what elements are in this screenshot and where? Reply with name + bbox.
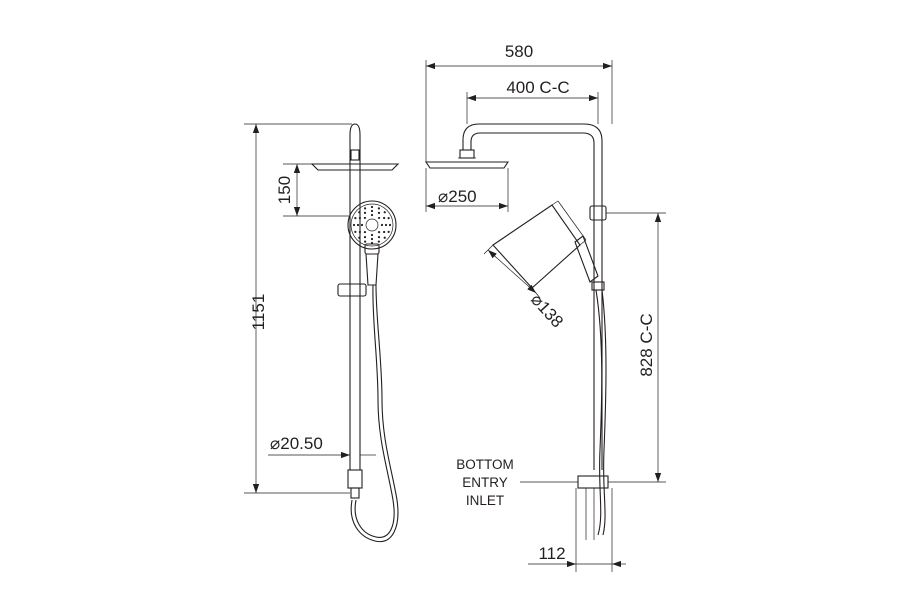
dim-total-height: 1151 [244, 123, 352, 494]
callout-line-1: BOTTOM [456, 457, 514, 472]
spray-nozzle-dot [377, 236, 381, 239]
label-width-overall: 580 [505, 42, 533, 61]
label-rail-centres: 828 C-C [637, 313, 656, 376]
callout-line-2: ENTRY [462, 475, 508, 490]
side-gooseneck-arm [462, 123, 603, 470]
spray-nozzle-dot [384, 223, 388, 227]
label-rail-diameter: ⌀20.50 [270, 434, 323, 453]
dim-rail-diameter: ⌀20.50 [268, 434, 376, 459]
dim-centre-spacing: 400 C-C [466, 78, 599, 124]
side-slide-bracket [591, 281, 605, 291]
dim-rail-centres: 828 C-C [606, 212, 666, 483]
label-hand-shower-diameter: ⌀138 [527, 290, 567, 331]
spray-nozzle-dot [364, 240, 367, 243]
side-hand-shower-head [492, 204, 581, 289]
spray-nozzle-dot [380, 223, 384, 227]
spray-nozzle-dot [388, 223, 392, 227]
front-view [310, 123, 400, 543]
front-hose [354, 284, 395, 538]
spray-nozzle-dot [377, 230, 381, 234]
spray-nozzle-dot [358, 236, 361, 239]
side-handle [574, 235, 599, 283]
side-hose [595, 289, 603, 536]
spray-nozzle-dot [358, 230, 361, 234]
spray-nozzle-dot [377, 216, 381, 220]
label-inlet-offset: 112 [538, 544, 565, 563]
spray-nozzle-dot [354, 217, 357, 220]
front-overhead-head [310, 163, 400, 171]
label-total-height: 1151 [249, 294, 268, 331]
front-riser-rail [349, 123, 361, 470]
spray-nozzle-dot [377, 240, 380, 243]
spray-nozzle-dot [370, 233, 374, 237]
spray-nozzle-dot [363, 211, 367, 214]
spray-nozzle-dot [360, 223, 364, 227]
spray-nozzle-dot [352, 223, 356, 227]
spray-nozzle-dot [364, 207, 367, 210]
dim-overhead-diameter: ⌀250 [425, 168, 509, 212]
front-bottom-fitting [347, 469, 363, 489]
dim-hand-shower-diameter: ⌀138 [483, 244, 567, 331]
side-overhead-connector [459, 149, 475, 159]
front-inlet-nut [350, 487, 360, 499]
spray-nozzle-dot [363, 216, 367, 220]
spray-nozzle-dot [358, 216, 361, 220]
spray-nozzle-dot [363, 236, 367, 239]
front-handle [365, 253, 379, 286]
front-slide-bracket [337, 283, 367, 297]
spray-nozzle-dot [387, 217, 390, 220]
spray-nozzle-dot [370, 237, 374, 241]
spray-nozzle-dot [383, 236, 386, 239]
label-head-drop: 150 [275, 176, 294, 204]
spray-nozzle-dot [383, 216, 386, 220]
spray-nozzle-dot [370, 213, 374, 217]
dim-head-drop: 150 [275, 163, 350, 217]
dim-width-overall: 580 [425, 42, 613, 162]
spray-nozzle-dot [387, 230, 390, 233]
label-centre-spacing: 400 C-C [506, 78, 569, 97]
spray-nozzle-dot [363, 230, 367, 234]
spray-nozzle-dot [383, 230, 386, 234]
front-hand-shower-head [347, 200, 397, 250]
spray-nozzle-dot [377, 207, 380, 210]
callout-bottom-entry-inlet: BOTTOM ENTRY INLET [456, 457, 578, 508]
side-overhead-head [424, 161, 510, 169]
spray-nozzle-dot [358, 211, 361, 214]
front-overhead-connector [350, 149, 360, 161]
callout-line-3: INLET [466, 493, 504, 508]
spray-nozzle-dot [377, 211, 381, 214]
spray-nozzle-dot [370, 209, 374, 213]
spray-nozzle-dot [370, 205, 374, 209]
side-rail-clamp [589, 205, 607, 221]
label-overhead-diameter: ⌀250 [438, 187, 477, 206]
spray-nozzle-dot [354, 230, 357, 233]
spray-nozzle-dot [383, 211, 386, 214]
spray-nozzle-dot [356, 223, 360, 227]
dim-inlet-offset: 112 [528, 488, 626, 572]
